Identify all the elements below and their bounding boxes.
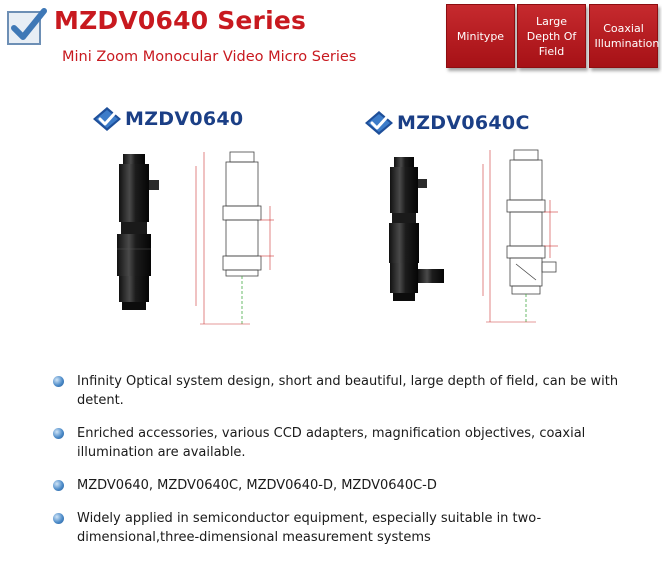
product-photo-1 [108,152,168,316]
feature-list: Infinity Optical system design, short an… [50,372,630,561]
tag-minitype: Minitype [446,4,515,68]
tag-label: Large Depth Of Field [526,14,577,58]
bullet-icon [53,376,64,387]
feature-text: MZDV0640, MZDV0640C, MZDV0640-D, MZDV064… [77,478,437,493]
bullet-icon [53,480,64,491]
tag-label: Minitype [456,29,505,43]
tag-large-depth: Large Depth Of Field [517,4,586,68]
model-name: MZDV0640 [125,108,244,130]
bullet-icon [53,513,64,524]
technical-drawing-2 [478,146,568,332]
feature-item: Widely applied in semiconductor equipmen… [50,509,630,547]
bullet-icon [53,428,64,439]
feature-item: Infinity Optical system design, short an… [50,372,630,410]
feature-text: Enriched accessories, various CCD adapte… [77,426,586,460]
tag-label: Coaxial Illumination [594,22,660,50]
series-title: MZDV0640 Series [54,6,307,35]
feature-text: Infinity Optical system design, short an… [77,374,619,408]
feature-item: Enriched accessories, various CCD adapte… [50,424,630,462]
model-name: MZDV0640C [397,112,530,134]
tag-coaxial: Coaxial Illumination [589,4,660,68]
product-photo-2 [380,155,450,309]
model-heading-2: MZDV0640C [364,110,530,136]
diamond-check-icon [93,107,121,131]
model-heading-1: MZDV0640 [92,106,243,132]
diamond-check-icon [365,111,393,135]
series-subtitle: Mini Zoom Monocular Video Micro Series [62,49,357,65]
checkbox-logo-icon [6,6,48,48]
feature-item: MZDV0640, MZDV0640C, MZDV0640-D, MZDV064… [50,476,630,495]
feature-text: Widely applied in semiconductor equipmen… [77,511,542,545]
technical-drawing-1 [190,146,280,340]
